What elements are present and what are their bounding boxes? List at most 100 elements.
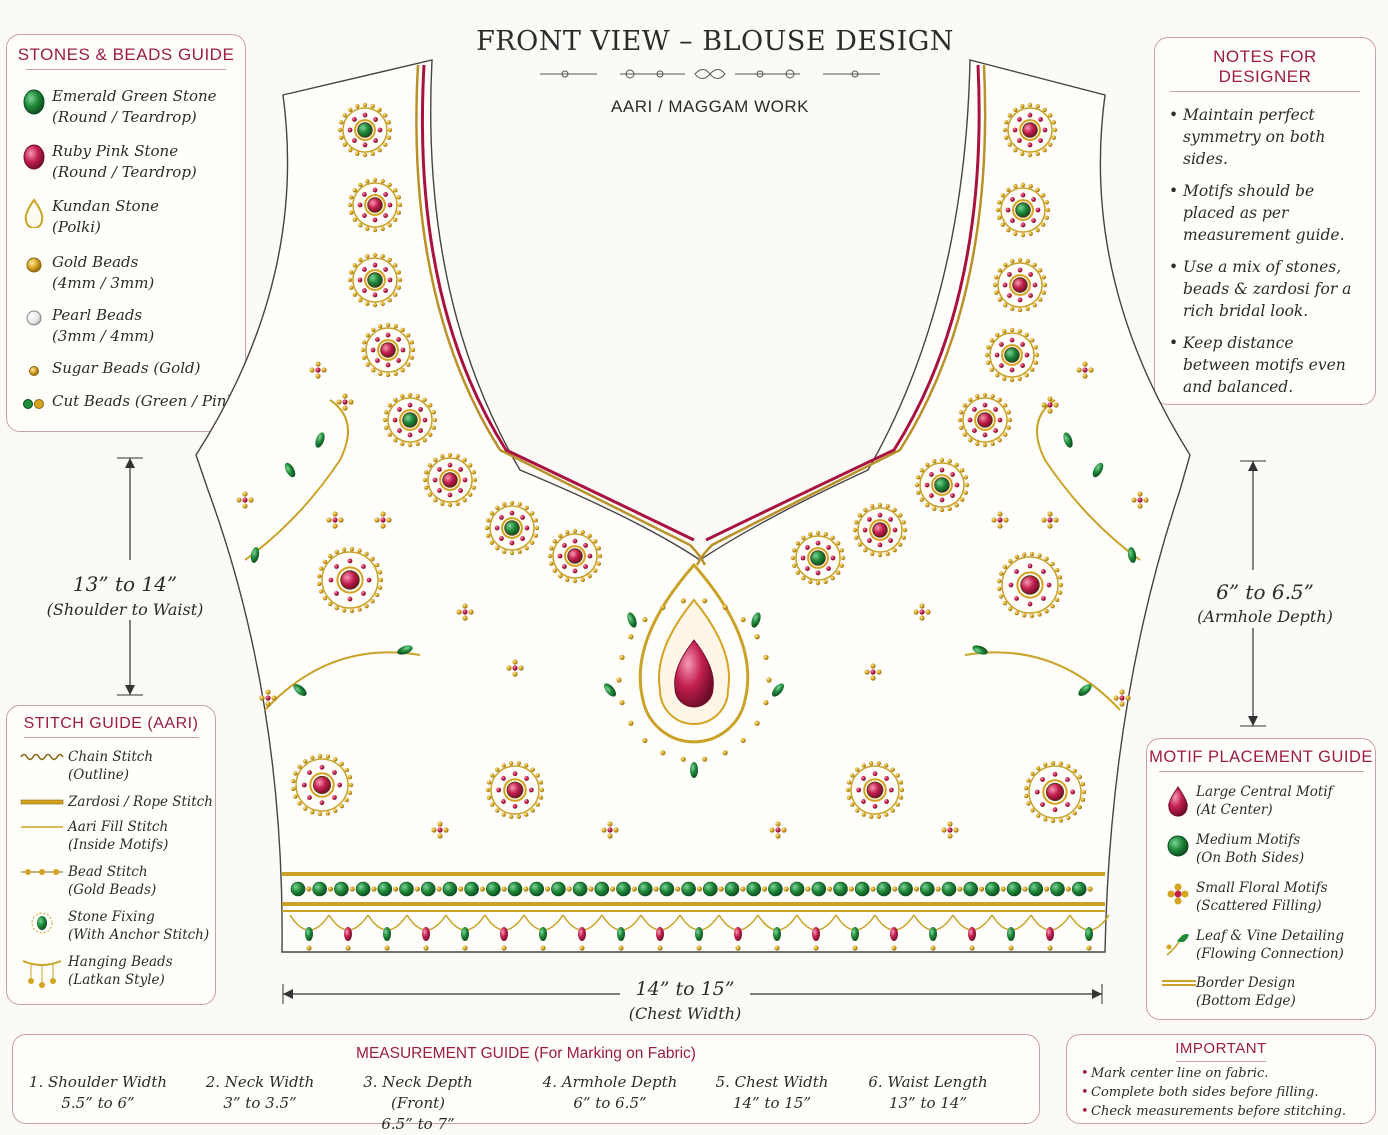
- emerald-bead: [572, 881, 588, 897]
- ruby-bead: [418, 428, 423, 433]
- gold-bead: [901, 520, 906, 525]
- gold-bead: [754, 634, 760, 640]
- emerald-bead: [681, 881, 696, 897]
- gold-bead: [524, 505, 529, 510]
- ruby-bead: [362, 142, 368, 148]
- medallion-ring: [997, 262, 1043, 308]
- gold-bead: [384, 425, 389, 430]
- ruby-teardrop-icon: [1160, 783, 1196, 817]
- gold-bead: [348, 107, 353, 112]
- gold-bead: [410, 347, 416, 353]
- gold-bead: [997, 578, 1002, 584]
- gold-bead: [338, 517, 344, 523]
- gold-bead: [303, 806, 308, 811]
- gold-bead: [593, 568, 598, 573]
- gold-bead: [1026, 778, 1031, 783]
- gold-bead: [1041, 275, 1046, 280]
- ruby-bead: [867, 517, 872, 522]
- gold-bead: [1030, 771, 1035, 776]
- gold-bead: [850, 802, 855, 807]
- gold-bead: [919, 497, 924, 502]
- gold-bead: [884, 763, 889, 768]
- emerald-leaf: [284, 462, 296, 478]
- gold-bead: [462, 457, 467, 462]
- ruby-bead: [372, 292, 378, 298]
- ruby-bead: [524, 799, 529, 804]
- ruby-stone: [312, 775, 332, 795]
- gold-bead: [384, 945, 390, 951]
- gold-bead: [1057, 575, 1063, 580]
- ruby-bead: [307, 770, 312, 775]
- gold-bead: [1032, 303, 1037, 308]
- gold-bead: [919, 603, 925, 609]
- ruby-bead: [397, 428, 402, 433]
- hanging-stone: [422, 927, 430, 941]
- legend-item-detail: (Flowing Connection): [1196, 946, 1344, 962]
- gold-bead: [1043, 762, 1048, 767]
- gold-bead: [502, 549, 507, 554]
- ruby-bead: [888, 517, 893, 522]
- emerald-leaf: [293, 684, 307, 696]
- gold-bead: [535, 802, 540, 807]
- gold-bead: [1047, 945, 1053, 951]
- ruby-bead: [422, 417, 428, 423]
- gold-bead: [1044, 886, 1050, 892]
- gold-bead: [836, 541, 841, 546]
- gold-bead: [1017, 376, 1022, 381]
- gold-bead: [310, 755, 315, 760]
- gold-bead: [468, 492, 473, 497]
- gold-bead: [1035, 228, 1040, 233]
- emerald-stone: [504, 520, 520, 536]
- ruby-bead: [872, 803, 878, 809]
- gold-bead: [1032, 262, 1037, 267]
- gold-bead: [580, 577, 585, 582]
- gold-bead: [1037, 612, 1042, 617]
- gold-bead: [544, 886, 551, 892]
- gold-bead: [962, 432, 967, 437]
- ruby-stone: [340, 570, 360, 590]
- ruby-bead: [815, 540, 821, 546]
- gold-bead: [1066, 764, 1071, 769]
- gold-bead: [332, 511, 338, 517]
- gold-bead: [339, 120, 344, 125]
- legend-item-label: Gold Beads: [52, 253, 139, 271]
- gold-bead: [355, 151, 360, 156]
- stitch-guide-panel: STITCH GUIDE (AARI): [6, 705, 216, 1005]
- gold-bead: [588, 886, 594, 892]
- gold-bead: [370, 104, 375, 109]
- gold-bead: [587, 533, 592, 538]
- gold-bead: [1013, 231, 1018, 236]
- gold-bead: [939, 507, 945, 513]
- gold-bead: [830, 535, 835, 540]
- ruby-bead: [383, 192, 388, 197]
- emerald-bead: [702, 881, 718, 897]
- gold-bead: [1054, 597, 1060, 603]
- legend-item-label: Emerald Green Stone: [52, 87, 217, 105]
- gold-bead: [864, 669, 870, 675]
- gold-bead: [1042, 282, 1048, 288]
- gold-bead: [333, 757, 338, 762]
- gold-bead: [328, 553, 333, 559]
- ruby-bead: [375, 358, 380, 363]
- legend-item-detail: (Inside Motifs): [68, 837, 169, 853]
- hanging-stone: [656, 927, 664, 941]
- emerald-bead: [551, 881, 566, 897]
- gold-bead: [997, 523, 1003, 529]
- chain-stitch-icon: [16, 748, 68, 764]
- gold-bead: [1035, 151, 1040, 156]
- border-band: [282, 902, 1105, 906]
- medallion-inner-ring: [377, 339, 399, 361]
- gold-bead: [580, 530, 585, 535]
- gold-bead: [1044, 215, 1049, 220]
- legend-item-detail: (Polki): [52, 218, 101, 236]
- gold-bead: [964, 482, 970, 488]
- gold-bead: [533, 518, 538, 523]
- ruby-bead: [815, 570, 821, 576]
- ruby-bead: [1008, 582, 1014, 588]
- gold-bead: [986, 360, 991, 365]
- gold-bead: [336, 399, 342, 405]
- gold-bead: [823, 532, 828, 537]
- gold-bead: [1024, 793, 1029, 799]
- gold-bead: [1077, 804, 1082, 810]
- gold-bead: [653, 886, 659, 892]
